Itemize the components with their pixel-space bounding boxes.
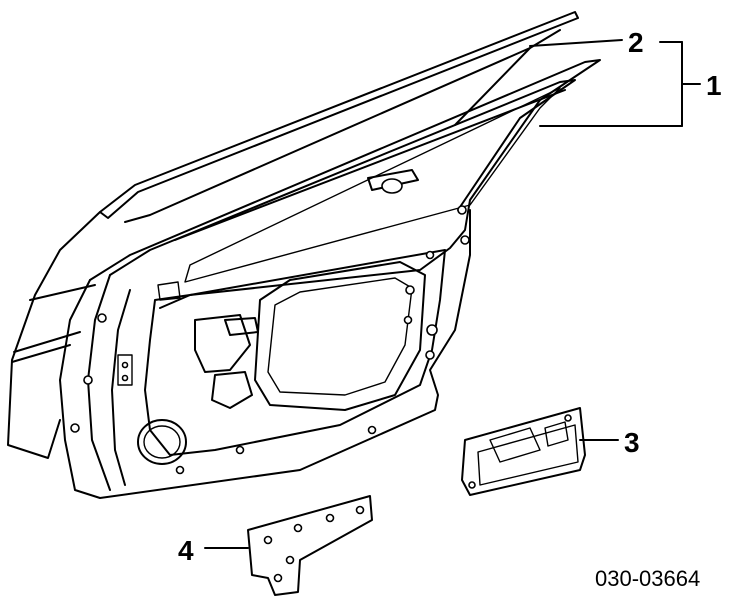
hinge-reinforcement-plate [247,495,373,596]
callout-1: 1 [706,70,722,101]
callout-4: 4 [178,535,194,566]
callout-3: 3 [624,427,640,458]
door-inner-panel [59,59,601,499]
door-outer-panel [7,11,579,459]
leader-lines [204,39,701,549]
callout-2: 2 [628,27,644,58]
inside-handle-bracket [461,407,586,496]
diagram-code: 030-03664 [595,566,700,591]
